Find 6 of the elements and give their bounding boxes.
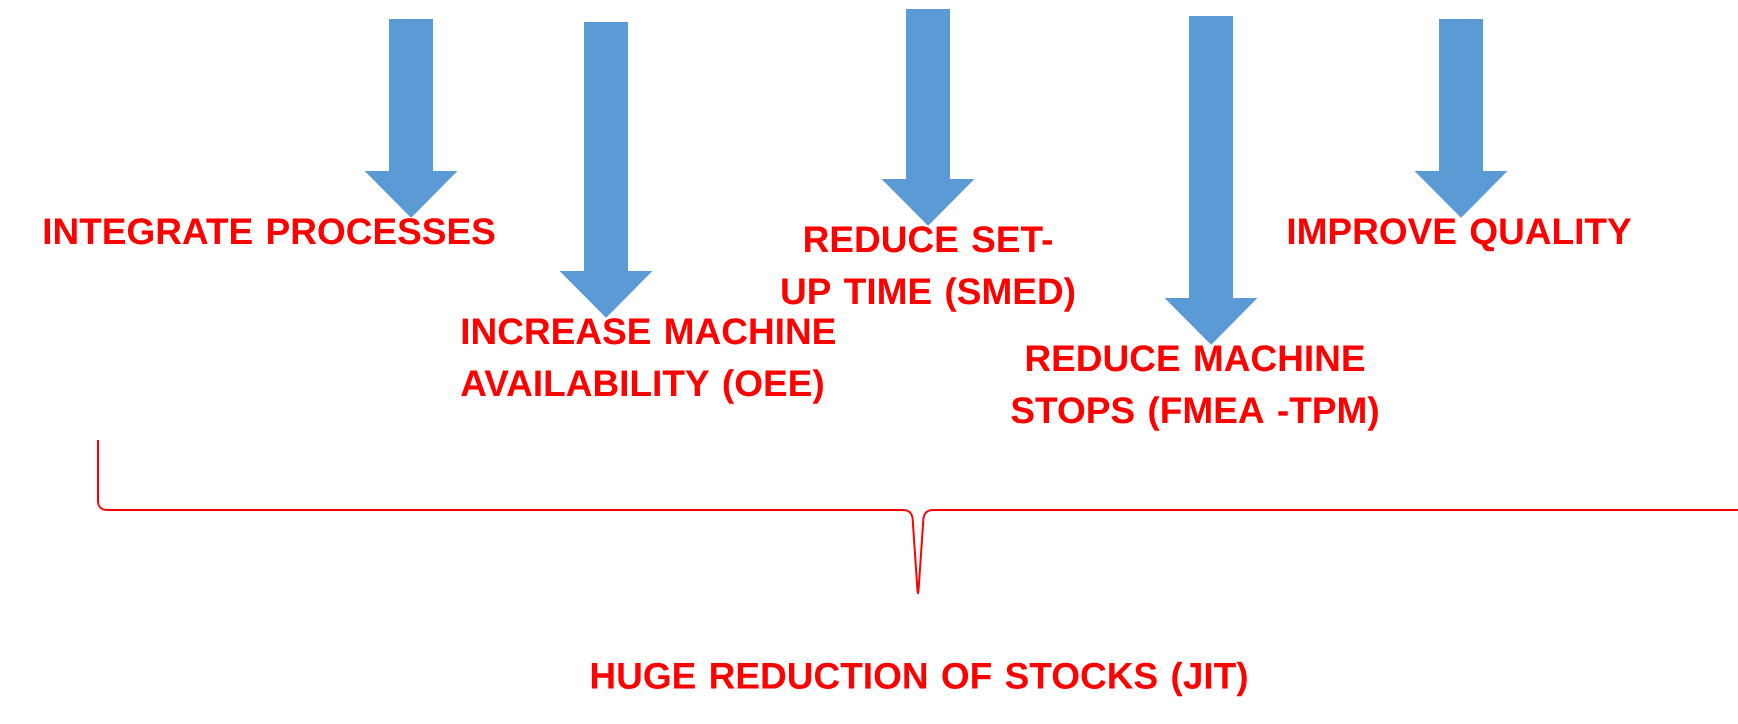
caption-text: HUGE REDUCTION OF STOCKS (JIT) bbox=[591, 661, 1247, 697]
item-text: INTEGRATE PROCESSES bbox=[44, 218, 495, 245]
item-text: REDUCE SET-UP TIME (SMED) bbox=[782, 226, 1075, 312]
item-text: INCREASE MACHINE AVAILABILITY (OEE) bbox=[461, 318, 835, 404]
item-text: IMPROVE QUALITY bbox=[1288, 218, 1632, 252]
item-text: REDUCE MACHINE STOPS (FMEA -TPM) bbox=[1011, 345, 1378, 431]
